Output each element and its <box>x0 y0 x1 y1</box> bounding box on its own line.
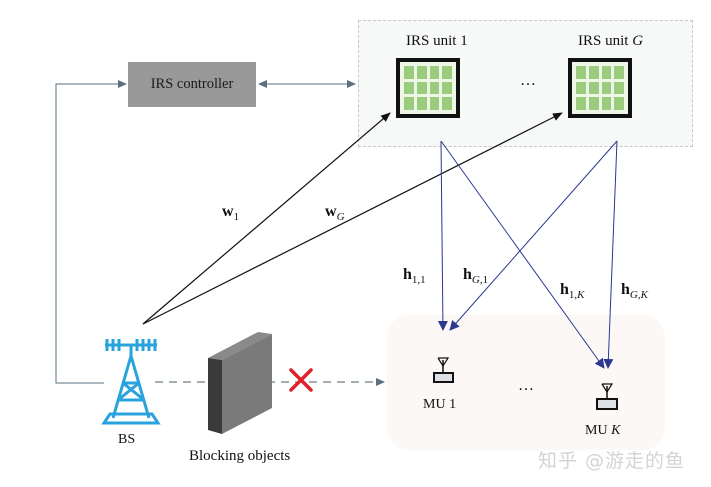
hg1-label: hG,1 <box>463 266 489 287</box>
irs-element <box>416 97 427 110</box>
irs-element <box>614 66 624 79</box>
irs-unit-g-label: IRS unit G <box>578 33 644 49</box>
mu-ellipsis: … <box>518 377 534 394</box>
hg1-link <box>449 140 618 331</box>
irs-element <box>404 66 414 79</box>
irs-unit-1-panel <box>396 58 460 118</box>
irs-element <box>588 97 599 110</box>
blocking-objects-label: Blocking objects <box>189 448 291 464</box>
h11-label: h1,1 <box>403 266 426 287</box>
wg-label: wG <box>325 203 345 224</box>
blocking-object-icon <box>208 332 272 434</box>
w1-label: w1 <box>222 203 240 224</box>
irs-element <box>614 97 624 110</box>
irs-element <box>416 81 427 95</box>
h11-link <box>437 140 448 331</box>
bs-label: BS <box>118 432 136 447</box>
mu-1-antenna-icon <box>433 357 454 383</box>
irs-element <box>442 66 452 79</box>
hgk-link <box>603 140 618 369</box>
wg-link <box>142 112 563 325</box>
irs-element <box>588 81 599 95</box>
irs-element <box>429 97 440 110</box>
w1-link <box>142 112 391 325</box>
h1k-label: h1,K <box>560 281 585 302</box>
watermark: 知乎 @游走的鱼 <box>538 450 686 472</box>
blocked-x-icon <box>289 368 313 392</box>
irs-unit-1-label: IRS unit 1 <box>406 33 468 49</box>
irs-element <box>601 66 612 79</box>
mu-k-label: MU K <box>585 423 621 438</box>
mu-1-label: MU 1 <box>423 397 457 412</box>
irs-ellipsis: … <box>520 72 536 89</box>
mu-k-antenna-icon <box>596 383 618 410</box>
bs-controller-link <box>55 80 127 384</box>
base-station-tower-icon <box>101 339 161 425</box>
irs-element <box>442 97 452 110</box>
irs-element <box>614 81 624 95</box>
irs-element <box>601 81 612 95</box>
irs-element <box>404 97 414 110</box>
irs-element <box>442 81 452 95</box>
irs-controller-box: IRS controller <box>128 62 256 107</box>
irs-controller-label: IRS controller <box>150 76 234 92</box>
irs-element <box>576 66 586 79</box>
hgk-label: hG,K <box>621 281 648 302</box>
h1k-link <box>440 140 605 369</box>
irs-element <box>588 66 599 79</box>
irs-element <box>576 81 586 95</box>
irs-unit-g-panel <box>568 58 632 118</box>
irs-element <box>429 81 440 95</box>
irs-element <box>429 66 440 79</box>
irs-element <box>404 81 414 95</box>
irs-element <box>601 97 612 110</box>
irs-element <box>576 97 586 110</box>
irs-element <box>416 66 427 79</box>
